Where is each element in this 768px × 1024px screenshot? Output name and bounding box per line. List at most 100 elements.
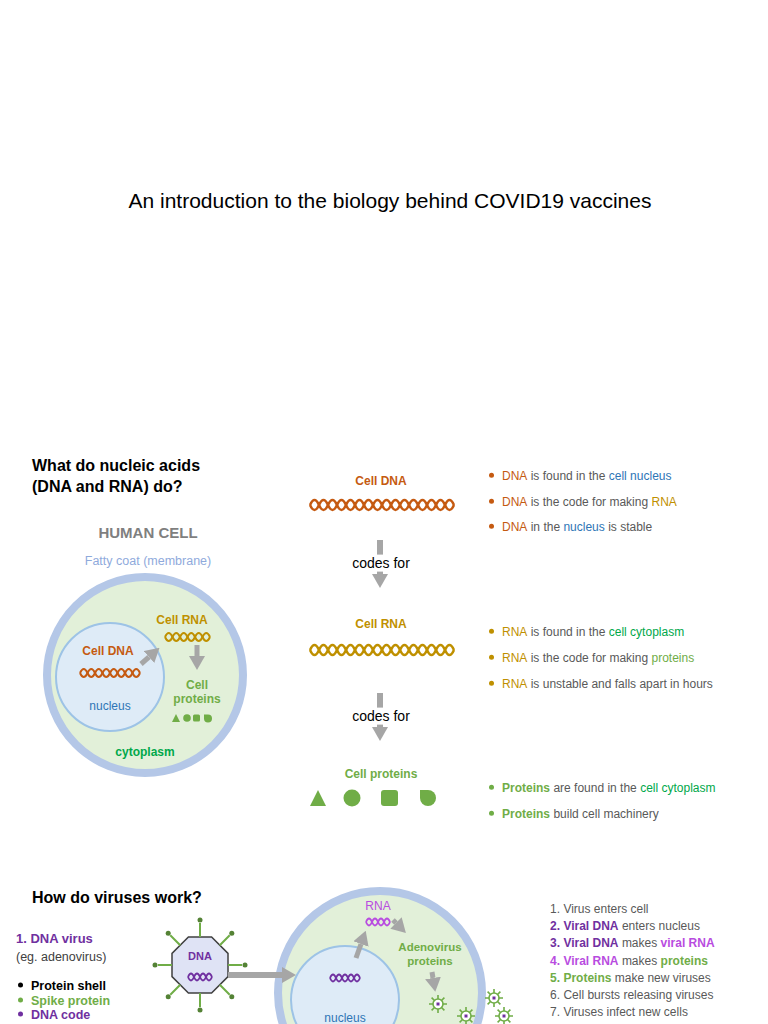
bullet-text: Spike protein bbox=[31, 994, 110, 1008]
bullet-text: is the code for making bbox=[531, 495, 648, 509]
bullet-text: Proteins bbox=[502, 781, 550, 795]
bullet-text: proteins bbox=[651, 651, 694, 665]
text-slot: Fatty coat (membrane) bbox=[85, 554, 211, 569]
bullet-text: 1. bbox=[550, 902, 560, 916]
bullet-text: is the code for making bbox=[531, 651, 648, 665]
bullet-text: Cell bursts releasing viruses bbox=[563, 988, 713, 1002]
spike-tip bbox=[198, 1008, 203, 1013]
bullet-text: 7. bbox=[550, 1005, 560, 1019]
bullet-text: RNA bbox=[502, 651, 527, 665]
spike-tip bbox=[153, 963, 158, 968]
dna-label: Cell DNA bbox=[82, 644, 133, 658]
text-line: RNAis found in thecell cytoplasm bbox=[489, 625, 684, 639]
text-line: 3.Viral DNAmakesviral RNA bbox=[550, 936, 715, 950]
text-line: 7.Viruses infect new cells bbox=[550, 1005, 688, 1019]
bullet-dot bbox=[18, 998, 23, 1003]
bullet-text: Proteins bbox=[563, 971, 611, 985]
bullet-text: is found in the bbox=[531, 469, 606, 483]
protein-shape bbox=[420, 790, 436, 806]
text-slot: DNA bbox=[188, 950, 212, 963]
bullet-text: cell nucleus bbox=[609, 469, 672, 483]
text-line: DNAis the code for makingRNA bbox=[489, 495, 677, 509]
protein-shape bbox=[381, 790, 398, 806]
bullet-dot bbox=[489, 473, 494, 478]
rna-label: Cell RNA bbox=[156, 613, 207, 627]
bullet-text: is stable bbox=[608, 520, 652, 534]
label-slot: codes for bbox=[349, 708, 413, 725]
protein-shape bbox=[344, 790, 361, 807]
bullet-text: Viral RNA bbox=[563, 954, 618, 968]
rna-label: RNA bbox=[365, 899, 390, 913]
dna-label: Cell DNA bbox=[355, 474, 406, 488]
circle-shape bbox=[47, 577, 243, 773]
octagon-shape bbox=[172, 937, 228, 993]
membrane-label: Fatty coat (membrane) bbox=[85, 554, 211, 569]
bullet-text: Proteins bbox=[502, 807, 550, 821]
text-line: RNAis unstable and falls apart in hours bbox=[489, 677, 713, 691]
region-label: cytoplasm bbox=[115, 745, 174, 759]
bullet-text: DNA code bbox=[31, 1008, 90, 1022]
protein-label: Cell proteins bbox=[345, 767, 418, 781]
label-slot: (eg. adenovirus) bbox=[16, 950, 106, 965]
section-heading: What do nucleic acids (DNA and RNA) do? bbox=[32, 456, 227, 498]
circle-shape bbox=[56, 623, 164, 731]
bullet-text: is unstable and falls apart in hours bbox=[531, 677, 713, 691]
label-slot: 1. DNA virus bbox=[16, 931, 93, 947]
bullet-text: 2. bbox=[550, 919, 560, 933]
label-slot: Cell proteins bbox=[345, 767, 418, 781]
text-line: Proteinsbuild cell machinery bbox=[489, 807, 659, 821]
flow-arrow bbox=[432, 972, 433, 978]
text-slot: HUMAN CELL bbox=[98, 524, 197, 542]
new-virus bbox=[495, 1007, 513, 1024]
spike-tip bbox=[198, 918, 203, 923]
octagon-outline bbox=[172, 937, 228, 993]
text-line: 4.Viral RNAmakesproteins bbox=[550, 954, 708, 968]
new-virus bbox=[429, 995, 447, 1013]
dna-label: DNA bbox=[188, 950, 212, 963]
text-slot: nucleus bbox=[324, 1011, 365, 1024]
protein-label: Cell proteins bbox=[173, 679, 220, 707]
bullet-text: cell cytoplasm bbox=[609, 625, 684, 639]
bullet-text: RNA bbox=[651, 495, 676, 509]
text-line: Spike protein bbox=[18, 994, 110, 1009]
label-slot: Cell DNA bbox=[355, 474, 406, 488]
bullet-dot bbox=[489, 681, 494, 686]
text-slot: Cell proteins bbox=[173, 679, 220, 707]
new-virus bbox=[485, 989, 503, 1007]
bullet-text: make new viruses bbox=[615, 971, 711, 985]
bullet-text: proteins bbox=[661, 954, 708, 968]
spike-tip bbox=[243, 963, 248, 968]
text-slot: RNA bbox=[365, 899, 390, 913]
nucleus-circle: nucleus bbox=[290, 945, 400, 1024]
page-title: An introduction to the biology behind CO… bbox=[6, 188, 768, 213]
text-line: 5.Proteins make new viruses bbox=[550, 971, 711, 985]
bullet-text: Viruses infect new cells bbox=[563, 1005, 688, 1019]
cell-circle: RNA Adenovirus proteins nucleus bbox=[274, 887, 486, 1024]
title-slot: An introduction to the biology behind CO… bbox=[6, 188, 768, 213]
cell-circle: HUMAN CELLFatty coat (membrane)Cell RNAC… bbox=[43, 573, 247, 777]
text-slot: Cell DNA bbox=[82, 644, 133, 658]
flow-arrow bbox=[195, 645, 200, 656]
circle-shape bbox=[278, 891, 482, 1024]
bullet-dot bbox=[489, 785, 494, 790]
bullet-dot bbox=[489, 629, 494, 634]
rna-strand bbox=[310, 645, 454, 655]
bullet-text: 3. bbox=[550, 936, 560, 950]
text-slot: Cell RNA bbox=[156, 613, 207, 627]
bullet-text: 5. bbox=[550, 971, 560, 985]
dna-strand bbox=[310, 500, 454, 510]
text-slot: cytoplasm bbox=[115, 745, 174, 759]
circle-shape bbox=[291, 946, 399, 1024]
protein-shape bbox=[193, 715, 200, 722]
connector-arrow bbox=[228, 967, 296, 983]
bullet-text: DNA bbox=[502, 469, 527, 483]
bullet-dot bbox=[489, 655, 494, 660]
text-line: DNA code bbox=[18, 1008, 90, 1023]
text-slot: Adenovirus proteins bbox=[398, 941, 461, 969]
bullet-text: Viral DNA bbox=[563, 936, 618, 950]
connector-line bbox=[228, 972, 282, 978]
